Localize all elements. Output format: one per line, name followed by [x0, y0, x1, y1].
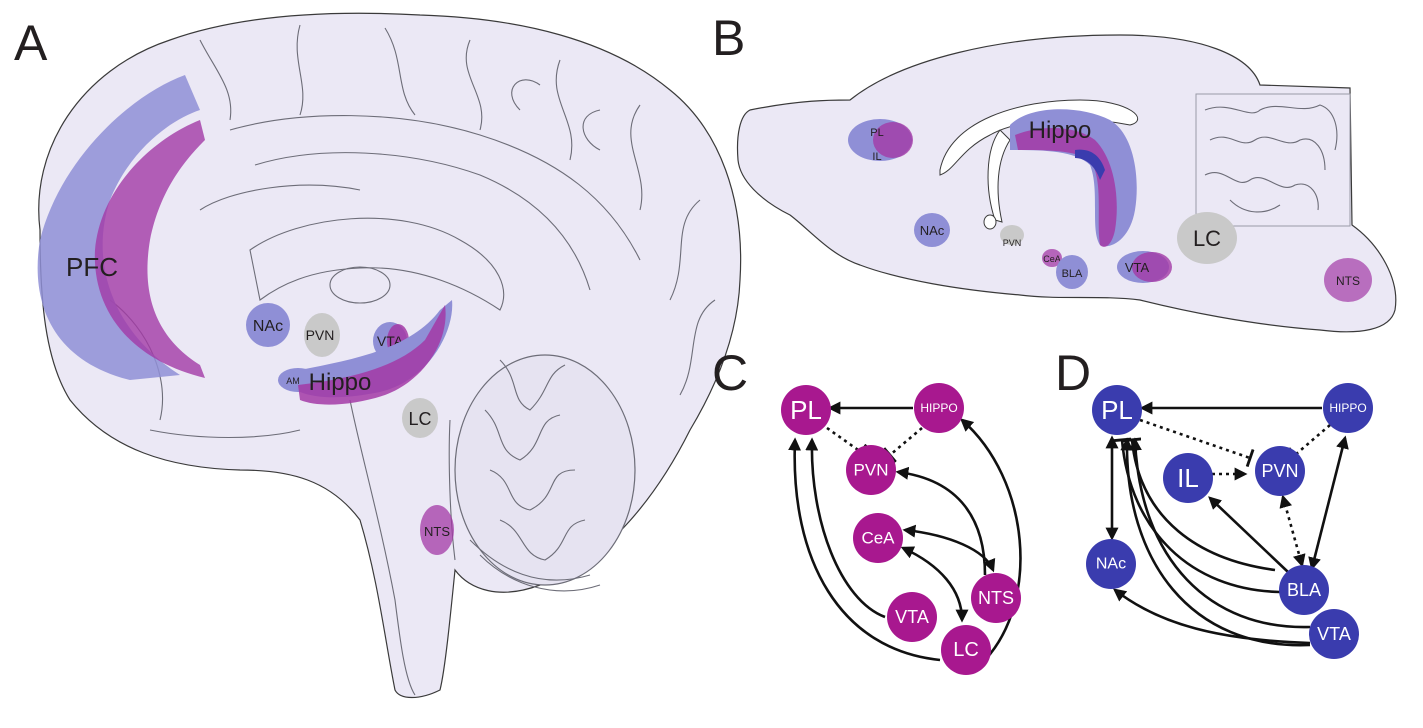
rodent-region-bla [1056, 255, 1088, 289]
panel-d: D PL HIPPO IL PVN NAc BLA VTA [1055, 345, 1373, 659]
rodent-region-hippo-dark [1075, 149, 1105, 180]
panel-b-letter: B [712, 10, 745, 66]
node-c-pvn [846, 445, 896, 495]
node-d-pl-label: PL [1101, 395, 1133, 425]
rodent-region-pvn [1000, 225, 1024, 245]
edge-d-bla-hippo [1308, 435, 1349, 571]
rodent-region-nac [914, 213, 950, 247]
rodent-cerebellum-folds [1204, 104, 1338, 213]
label-b-hippo: Hippo [1029, 117, 1092, 144]
edge-c-cea-nts [902, 524, 996, 573]
node-d-pvn-label: PVN [1261, 461, 1298, 481]
edge-c-hippo-pvn [882, 427, 923, 463]
label-b-il: IL [872, 151, 881, 163]
region-pfc-purple [94, 120, 205, 378]
panel-b: B PL IL Hippo NAc PVN CeA BLA [712, 10, 1397, 333]
rodent-region-cea [1042, 249, 1062, 267]
label-b-nts: NTS [1336, 274, 1360, 288]
panel-c: C PL HIPPO PVN CeA NTS VTA LC [712, 345, 1022, 675]
node-c-cea-label: CeA [861, 529, 895, 548]
panel-a-letter: A [14, 15, 48, 71]
edge-d-hippo-pvn [1287, 424, 1331, 463]
node-c-lc-label: LC [953, 639, 979, 661]
node-c-vta [887, 592, 937, 642]
edge-d-vta-pl-2 [1120, 437, 1311, 647]
node-c-vta-label: VTA [895, 607, 929, 627]
node-c-lc [941, 625, 991, 675]
node-d-il-label: IL [1177, 463, 1199, 493]
region-hippo-purple [298, 305, 446, 405]
edge-d-vta-pl-1 [1128, 437, 1311, 629]
edge-c-lc-pl [788, 437, 941, 662]
node-d-bla-label: BLA [1287, 580, 1321, 600]
label-b-pvn: PVN [1003, 238, 1022, 248]
node-d-pl [1092, 385, 1142, 435]
node-c-pl [781, 385, 831, 435]
edge-d-pvn-bla [1279, 494, 1306, 568]
thalamus [329, 266, 391, 304]
corpus-callosum [249, 217, 505, 311]
rodent-ventricle [987, 129, 1011, 223]
node-d-vta [1309, 609, 1359, 659]
node-c-cea [853, 513, 903, 563]
label-b-cea: CeA [1043, 254, 1061, 264]
edge-c-vta-pl [805, 437, 886, 619]
region-nts [420, 505, 454, 555]
brainstem [349, 399, 456, 696]
edge-d-pl-pvn [1139, 418, 1255, 468]
label-b-lc: LC [1193, 226, 1221, 251]
label-nac: NAc [253, 318, 283, 335]
panel-a: A [14, 12, 742, 699]
node-d-nac [1086, 539, 1136, 589]
label-nts: NTS [424, 524, 450, 539]
panel-c-letter: C [712, 345, 748, 401]
panel-d-letter: D [1055, 345, 1091, 401]
rodent-ventricle-end [983, 214, 997, 230]
label-pvn: PVN [306, 327, 335, 343]
node-c-hippo-label: HIPPO [920, 401, 957, 415]
node-c-nts [971, 573, 1021, 623]
rodent-cerebellum-box [1195, 93, 1351, 227]
node-d-hippo-label: HIPPO [1329, 401, 1366, 415]
rodent-region-vta-purple [1132, 252, 1172, 282]
node-d-pvn [1255, 446, 1305, 496]
region-lc [402, 398, 438, 438]
edge-d-bla-il [1208, 496, 1289, 573]
node-d-vta-label: VTA [1317, 624, 1351, 644]
label-lc: LC [408, 409, 431, 429]
label-hippo: Hippo [309, 369, 372, 396]
edge-c-cea-lc [900, 546, 969, 623]
rodent-region-nts [1324, 258, 1372, 302]
node-d-hippo [1323, 383, 1373, 433]
cerebellum [454, 354, 636, 592]
rodent-region-lc [1177, 212, 1237, 264]
rodent-region-pl [873, 122, 913, 158]
label-b-pl: PL [870, 127, 883, 139]
edge-c-lc-hippo [960, 418, 1022, 661]
node-c-hippo [914, 383, 964, 433]
node-d-nac-label: NAc [1096, 556, 1126, 573]
region-pvn [304, 313, 340, 357]
edge-c-nts-pvn [895, 466, 987, 576]
label-b-bla: BLA [1062, 268, 1083, 280]
edge-d-vta-nac [1112, 588, 1311, 645]
node-c-pl-label: PL [790, 395, 822, 425]
label-pfc: PFC [66, 252, 118, 282]
node-c-nts-label: NTS [978, 588, 1014, 608]
node-d-bla [1279, 565, 1329, 615]
node-d-il [1163, 453, 1213, 503]
edge-c-pl-pvn [826, 426, 868, 461]
region-pfc-blue [37, 75, 200, 380]
label-b-vta: VTA [1125, 260, 1150, 275]
label-amy: AMY [286, 376, 306, 386]
node-c-pvn-label: PVN [854, 461, 889, 480]
label-b-nac: NAc [920, 223, 945, 238]
region-nac [246, 303, 290, 347]
